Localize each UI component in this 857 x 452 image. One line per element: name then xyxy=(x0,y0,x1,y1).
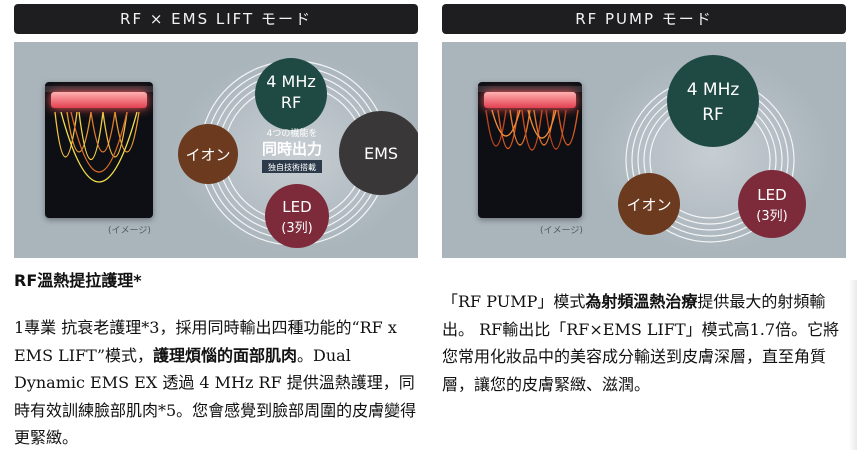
rf-label-1: 4 MHz xyxy=(266,72,316,91)
paragraph-text-1: 1專業 抗衰老護理*3，採用同時輸出四種功能的“RF x EMS LIFT”模式… xyxy=(14,318,397,365)
device-image xyxy=(45,82,153,218)
paragraph-bold: 護理煩惱的面部肌肉 xyxy=(153,345,298,365)
rf-circle xyxy=(255,58,327,130)
rf-label-2: RF xyxy=(281,93,301,112)
led-label-1: LED xyxy=(282,198,311,216)
section-title: RF溫熱提拉護理* xyxy=(14,271,142,290)
ion-label: イオン xyxy=(185,146,230,164)
function-diagram: 4 MHz RF イオン LED (3列) xyxy=(592,54,832,254)
mode-header: RF × EMS LIFT モード xyxy=(14,4,418,34)
rf-circle xyxy=(667,55,759,147)
led-label-1: LED xyxy=(757,186,786,204)
wave-graphic xyxy=(485,109,579,151)
description-paragraph: 「RF PUMP」模式為射頻溫熱治療提供最大的射頻輸出。 RF輸出比「RF×EM… xyxy=(442,288,846,398)
mode-illustration: 4 MHz RF イオン LED (3列) xyxy=(442,42,846,258)
center-big-text: 同時出力 xyxy=(262,140,322,158)
mode-header: RF PUMP モード xyxy=(442,4,846,34)
led-label-2: (3列) xyxy=(756,209,787,224)
orbit-rings xyxy=(625,77,795,243)
rf-label-2: RF xyxy=(702,105,724,125)
center-badge xyxy=(262,160,322,173)
ion-circle xyxy=(178,124,238,184)
center-small-text: 4つの機能を xyxy=(267,127,318,139)
paragraph-text-1: 「RF PUMP」模式 xyxy=(442,292,586,311)
paragraph-bold: 為射頻溫熱治療 xyxy=(585,292,698,311)
led-circle xyxy=(738,170,806,238)
mode-illustration: 4 MHz RF イオン EMS LED (3列) 4つの機能を 同時出力 独自… xyxy=(14,42,418,258)
ems-circle xyxy=(339,111,418,195)
led-label-2: (3列) xyxy=(281,221,312,236)
ion-circle xyxy=(618,173,680,235)
ems-label: EMS xyxy=(364,144,398,163)
center-badge-text: 独自技術搭載 xyxy=(268,162,316,172)
scroll-edge xyxy=(849,280,857,450)
paragraph-text-2: 提供最大的射頻輸出。 RF輸出比「RF×EMS LIFT」模式高1.7倍。它將您… xyxy=(442,292,840,394)
ion-label: イオン xyxy=(626,196,671,214)
led-circle xyxy=(265,184,329,248)
function-diagram: 4 MHz RF イオン EMS LED (3列) 4つの機能を 同時出力 独自… xyxy=(171,54,418,254)
wave-graphic xyxy=(54,111,140,183)
image-caption: (イメージ) xyxy=(108,226,151,236)
image-caption: (イメージ) xyxy=(540,226,583,236)
rf-label-1: 4 MHz xyxy=(687,80,740,100)
device-image xyxy=(478,82,582,218)
paragraph-text-2: 。Dual Dynamic EMS EX 透過 4 MHz RF 提供溫熱護理，… xyxy=(14,345,417,448)
description-paragraph: 1專業 抗衰老護理*3，採用同時輸出四種功能的“RF x EMS LIFT”模式… xyxy=(14,314,418,452)
